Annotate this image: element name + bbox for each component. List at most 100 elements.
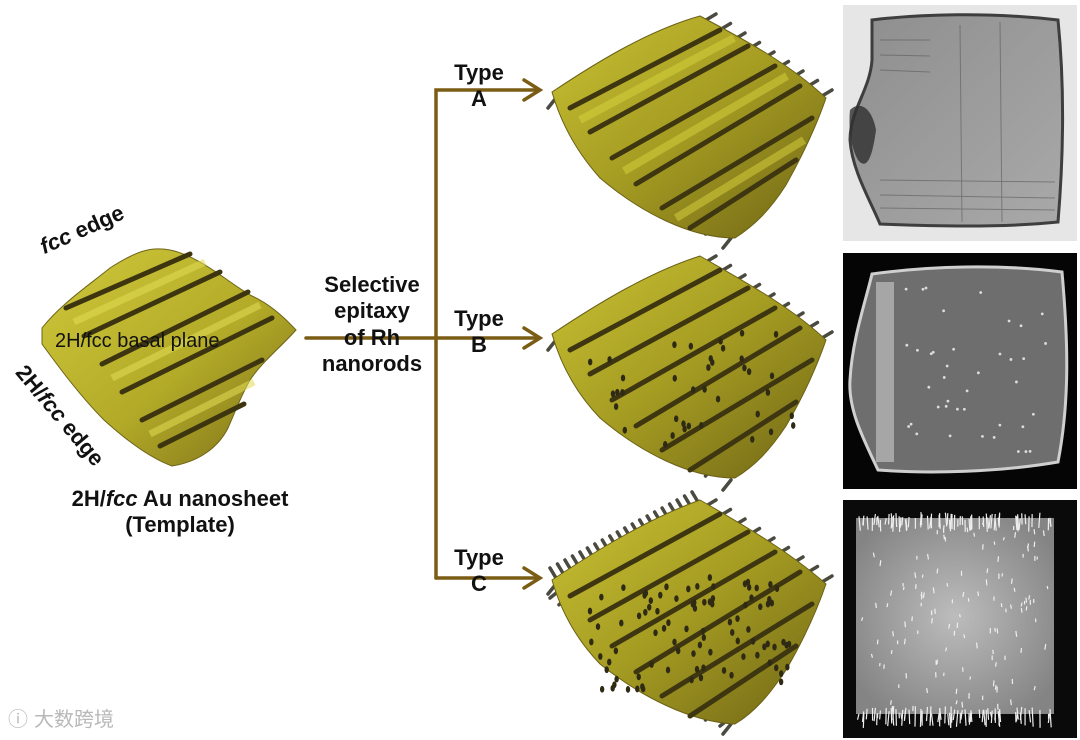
nanorod	[963, 634, 966, 639]
nanorod	[986, 568, 989, 574]
nanorod	[555, 562, 566, 576]
nanorod	[968, 712, 972, 725]
nanorod	[613, 647, 619, 655]
nanorod	[1044, 644, 1047, 650]
nanorod	[955, 688, 958, 695]
nanorod	[690, 490, 700, 504]
nanorod	[900, 713, 903, 720]
nanorod	[665, 666, 671, 674]
nanorod	[1015, 380, 1018, 384]
nanorod	[742, 580, 748, 588]
nanorod	[908, 709, 911, 725]
nanorod	[1027, 545, 1029, 552]
nanorod	[965, 389, 969, 393]
nanorod	[895, 513, 898, 528]
nanosheet-caption: 2H/fcc Au nanosheet (Template)	[71, 486, 289, 537]
nanorod	[946, 583, 949, 587]
nanorod	[607, 356, 612, 363]
nanorod	[820, 88, 834, 98]
nanorod	[946, 513, 949, 525]
nanorod	[666, 619, 671, 627]
nanorod	[944, 706, 946, 724]
nanorod	[762, 643, 767, 651]
nanorod	[1022, 357, 1026, 360]
nanorod	[587, 358, 593, 366]
nanorod	[640, 683, 645, 691]
nanorod	[926, 515, 929, 530]
nanorod	[721, 667, 727, 674]
nanorod	[768, 428, 774, 436]
nanorod	[879, 710, 881, 720]
nanorod	[1010, 604, 1012, 609]
nanorod	[674, 595, 679, 603]
nanorod	[1013, 587, 1016, 592]
nanorod	[890, 649, 893, 654]
nanorod	[1021, 425, 1025, 429]
nanorod	[931, 350, 935, 354]
nanorod	[944, 404, 948, 408]
nanorod	[942, 376, 946, 379]
nanorod	[681, 420, 686, 428]
nanorod	[721, 236, 733, 250]
nanorod	[945, 364, 949, 368]
nanorod	[607, 658, 612, 666]
nanorod	[672, 638, 677, 646]
nanorod	[1028, 450, 1032, 453]
nanorod	[873, 513, 877, 525]
nanorod	[749, 594, 754, 602]
nanorod	[691, 650, 696, 658]
nanorod	[690, 600, 696, 608]
nanorod	[674, 415, 679, 423]
nanorod	[948, 623, 951, 629]
nanorod	[905, 343, 909, 347]
type-a-stripes	[567, 27, 815, 231]
nanorod	[664, 583, 669, 591]
nanorod	[676, 647, 681, 655]
type-c-sheet	[546, 490, 834, 736]
nanorod	[739, 355, 744, 363]
watermark-logo-icon: ⓘ	[8, 707, 28, 731]
nanorod	[1020, 607, 1023, 613]
nanorod	[887, 513, 890, 525]
nanorod	[930, 516, 933, 529]
nanorod	[903, 638, 906, 645]
nanorod	[688, 342, 694, 350]
nanorod	[952, 709, 956, 721]
nanorod	[998, 352, 1002, 356]
nanorod	[1016, 450, 1020, 453]
nanorod	[785, 663, 790, 671]
nanorod	[772, 643, 777, 651]
micrograph-b-dots	[904, 286, 1047, 453]
nanorod	[884, 518, 887, 525]
nanorod	[707, 574, 713, 581]
micrograph-b	[843, 253, 1077, 489]
nanorod	[943, 534, 946, 540]
nanorod	[901, 517, 904, 526]
nanorod	[778, 678, 784, 686]
nanorod	[758, 603, 763, 611]
nanorod	[916, 348, 919, 352]
nanorod	[907, 516, 910, 528]
nanorod	[727, 618, 733, 626]
nanorod	[694, 665, 700, 673]
nanorod	[672, 341, 677, 349]
nanorod	[755, 410, 760, 418]
nanorod	[704, 12, 718, 22]
nanorod	[619, 619, 624, 627]
nanorod	[786, 640, 792, 648]
nanorod	[926, 553, 930, 560]
nanorod	[710, 595, 716, 602]
nanorod	[973, 532, 976, 537]
nanorod	[886, 603, 889, 608]
nanorod	[946, 399, 950, 403]
nanorod	[774, 664, 779, 672]
nanorod	[994, 627, 996, 632]
nanorod	[672, 374, 677, 382]
nanorod	[989, 711, 993, 719]
nanorod	[746, 368, 752, 376]
nanorod	[1001, 573, 1004, 577]
nanorod	[746, 626, 751, 633]
nanorod	[706, 364, 711, 371]
